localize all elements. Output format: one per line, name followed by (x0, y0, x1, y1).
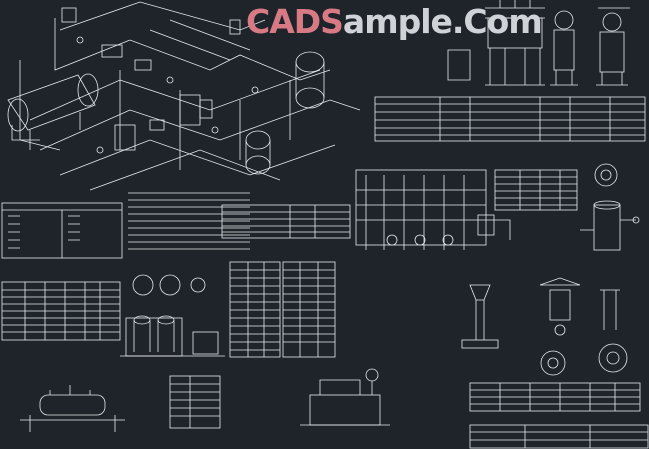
pump-table (221, 204, 351, 239)
data-table-center (229, 261, 281, 358)
watermark-part-1: CADS (246, 2, 344, 41)
watermark: CADSample.Com (246, 2, 543, 42)
dimension-table (374, 96, 646, 142)
data-table-center-2 (282, 261, 336, 358)
isometric-piping (19, 1, 361, 191)
tank-elevations (447, 0, 630, 86)
boiler-isometric (7, 73, 99, 150)
electrical-table (494, 169, 578, 211)
watermark-part-2: ample.Com (342, 2, 543, 41)
tanks-isometric (114, 51, 325, 175)
bottom-small-table (169, 375, 221, 429)
section-detail (300, 368, 390, 426)
notes-block (128, 192, 250, 250)
equipment-table (1, 281, 121, 341)
condensate-tank (580, 163, 640, 251)
chimney-table (469, 382, 641, 412)
chimney-detail (461, 277, 628, 376)
electrical-diagram (355, 169, 511, 250)
symbol-table (1, 202, 123, 259)
title-block (469, 424, 649, 449)
water-softener (120, 274, 225, 357)
bottom-tank (20, 385, 125, 432)
